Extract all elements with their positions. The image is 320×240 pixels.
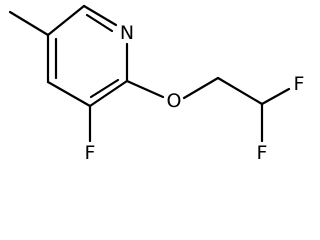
molecule-structure: N O F F F bbox=[8, 4, 305, 164]
bond-c2-oxygen bbox=[125, 79, 165, 99]
terminal-fluorine-top-atom-label: F bbox=[294, 73, 305, 95]
ring-fluorine-atom-label: F bbox=[85, 142, 96, 164]
bond-ch2-chf2 bbox=[216, 76, 264, 106]
nitrogen-atom-label: N bbox=[120, 22, 134, 44]
terminal-fluorine-bottom-atom-label: F bbox=[257, 142, 268, 164]
bond-chf2-fluorine-top bbox=[260, 87, 291, 106]
bond-ring-c5-c6 bbox=[46, 4, 86, 37]
bond-oxygen-ch2 bbox=[182, 76, 220, 100]
bond-ring-c2-c3-inner bbox=[89, 78, 120, 99]
structure-canvas: N O F F F bbox=[8, 4, 305, 164]
oxygen-atom-label: O bbox=[167, 90, 182, 112]
bond-ring-c2-c3 bbox=[88, 79, 129, 108]
bond-ring-c6-n1 bbox=[82, 4, 118, 27]
bond-ring-c6-n1-inner bbox=[85, 13, 114, 33]
bond-ring-c3-c4 bbox=[46, 80, 92, 108]
bond-methyl bbox=[8, 10, 50, 37]
